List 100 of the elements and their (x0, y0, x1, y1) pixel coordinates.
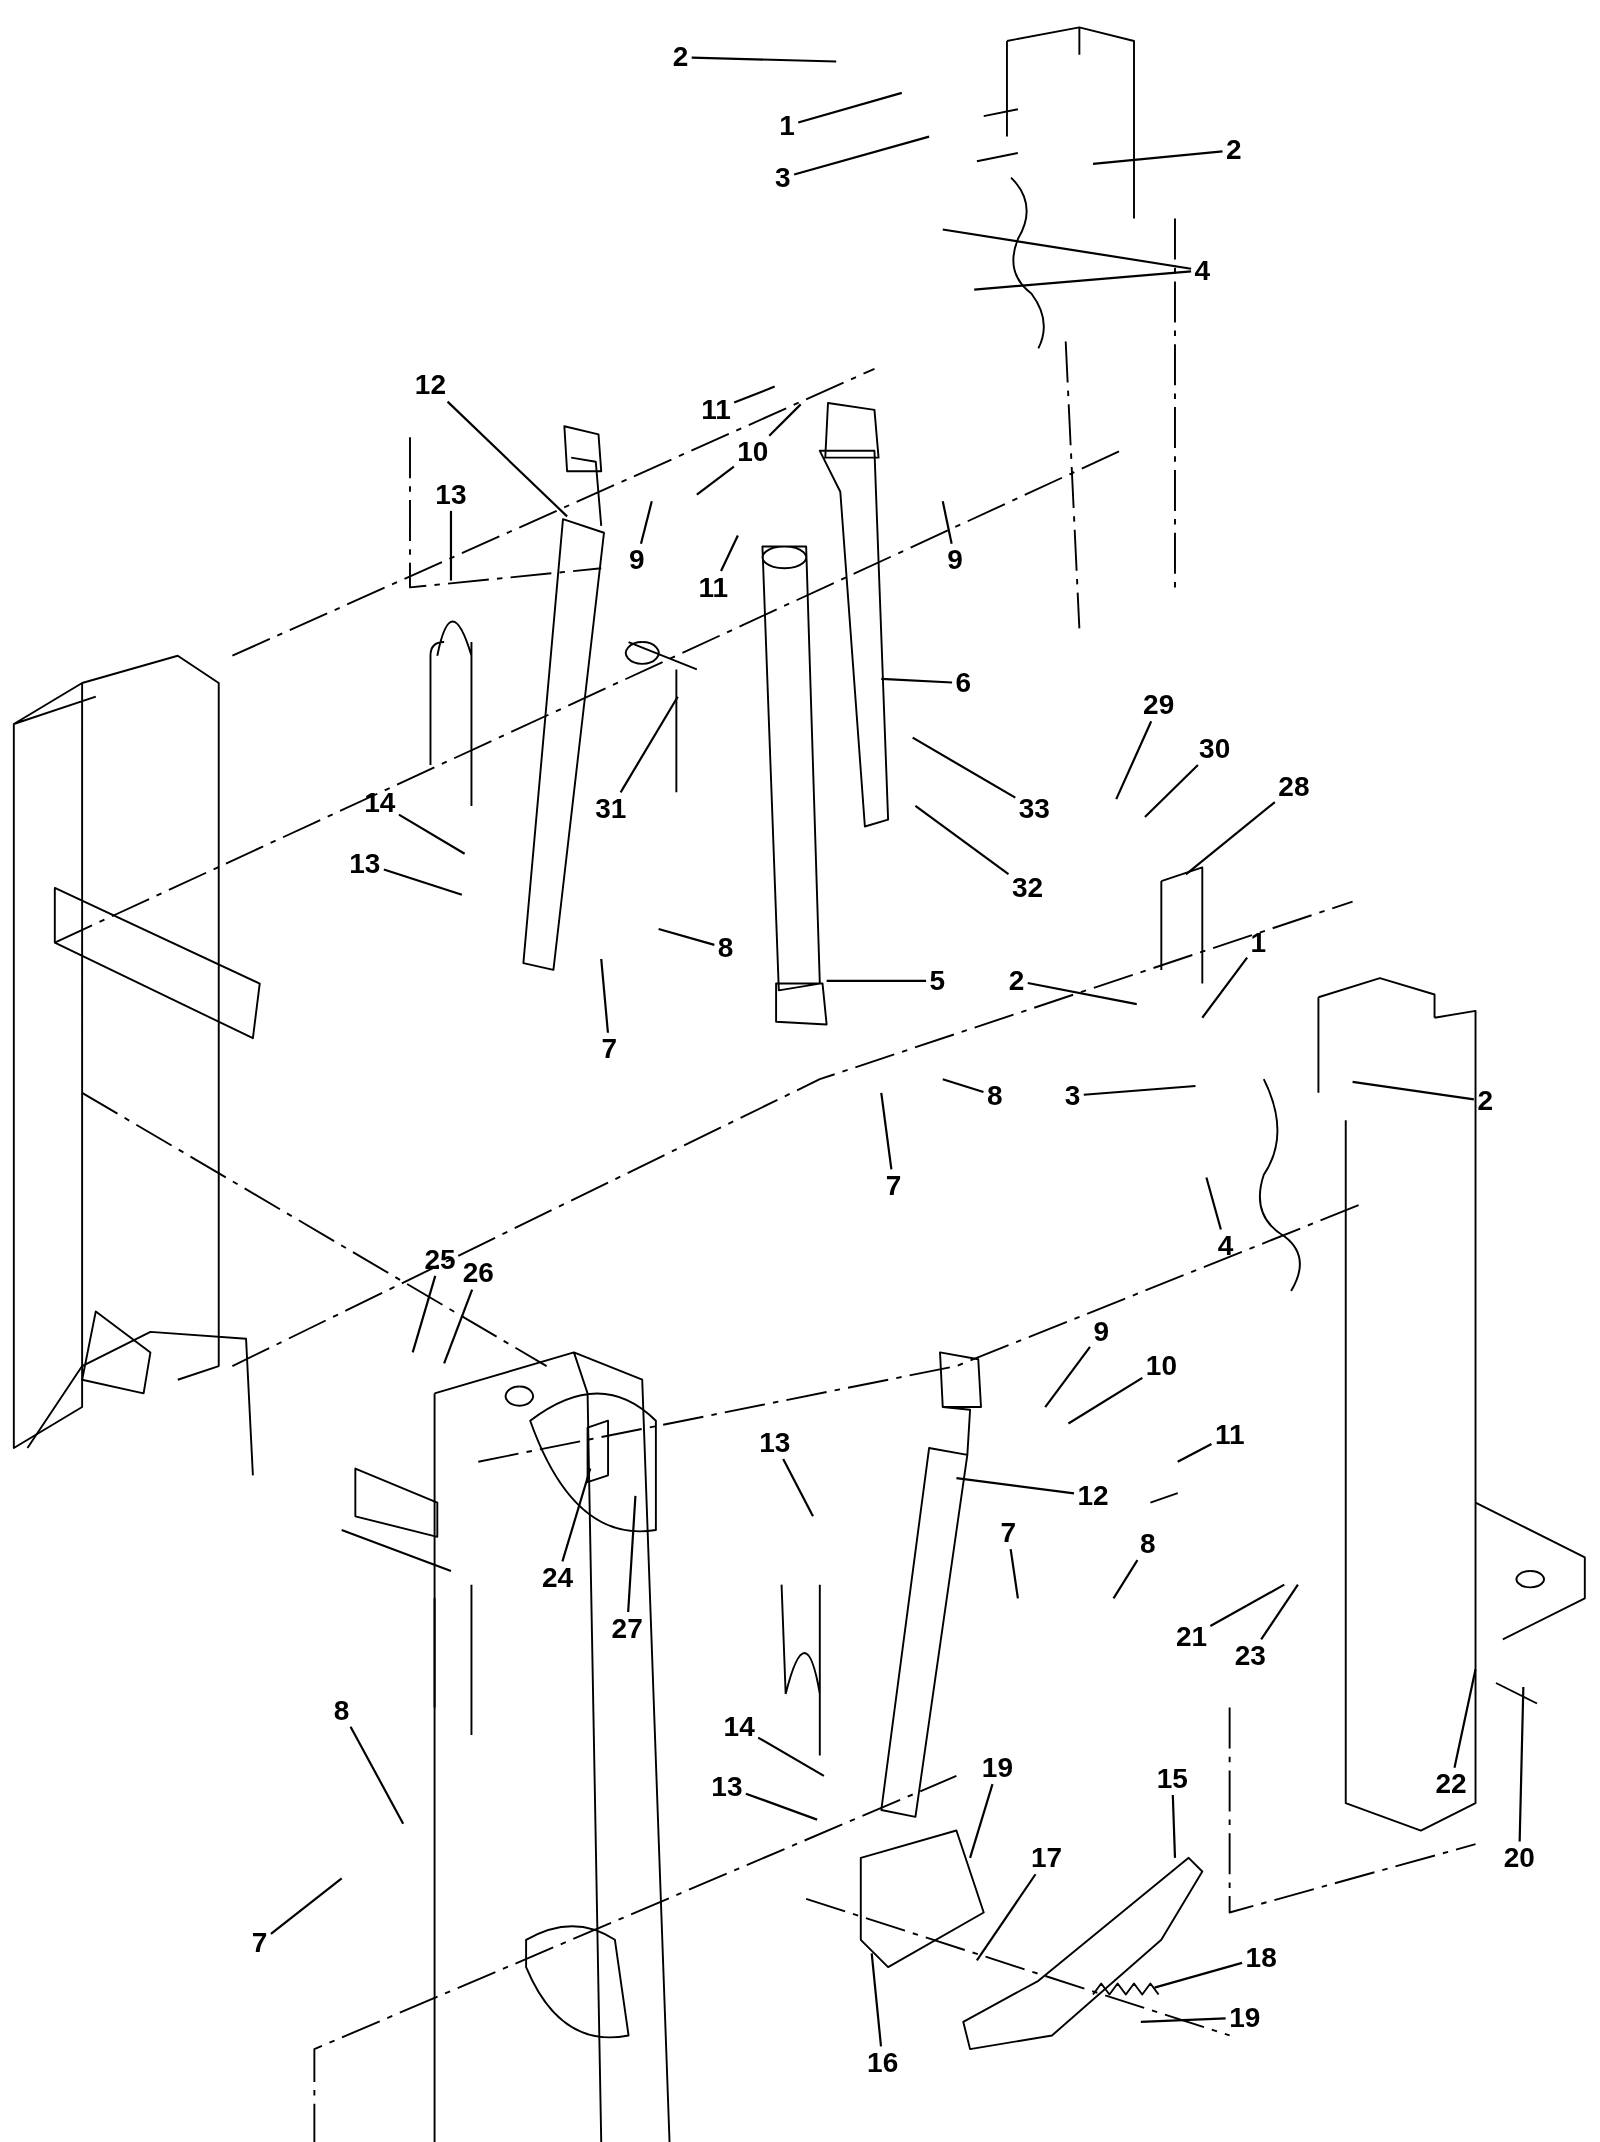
callout-number: 11 (699, 394, 733, 425)
leader-line (658, 927, 715, 946)
leader-line (880, 1092, 893, 1170)
callout-number: 11 (696, 572, 731, 603)
leader-line (1140, 2017, 1226, 2023)
callout-number: 12 (412, 370, 448, 401)
leader-line (870, 1953, 883, 2047)
leader-line (1209, 1583, 1285, 1627)
callout-number: 22 (1433, 1769, 1469, 1800)
callout-number: 19 (979, 1753, 1015, 1784)
leader-line (619, 696, 679, 793)
leader-line (797, 91, 903, 124)
callout-number: 29 (1141, 690, 1177, 721)
leader-line (1115, 720, 1153, 800)
callout-number: 1 (777, 110, 797, 141)
leader-line (745, 1792, 818, 1821)
leader-line (1453, 1669, 1477, 1768)
leader-line (270, 1877, 343, 1935)
leader-line (768, 403, 802, 437)
callout-number: 1 (1248, 927, 1269, 958)
callout-number: 33 (1016, 793, 1052, 824)
leader-line (793, 135, 930, 176)
callout-number: 28 (1276, 772, 1312, 802)
leader-line (1177, 1442, 1212, 1463)
callout-number: 20 (1501, 1843, 1537, 1874)
callout-number: 6 (953, 668, 974, 699)
callout-number: 25 (422, 1244, 458, 1275)
callout-number: 11 (1212, 1419, 1247, 1450)
leader-line (757, 1736, 825, 1777)
callout-number: 4 (1215, 1231, 1236, 1262)
leader-line (411, 1275, 437, 1353)
leader-line (914, 805, 1010, 876)
callout-number: 16 (865, 2048, 901, 2079)
leader-line (398, 813, 466, 855)
callout-number: 10 (735, 437, 771, 468)
callout-number: 10 (1143, 1351, 1179, 1382)
leader-line (1205, 1177, 1222, 1230)
leader-line (733, 385, 776, 404)
leader-line (639, 501, 653, 544)
callout-number: 3 (1062, 1080, 1083, 1111)
callout-number: 13 (757, 1427, 793, 1458)
leader-line (600, 958, 610, 1033)
callout-number: 27 (609, 1613, 645, 1644)
leader-line (942, 1078, 984, 1094)
callout-number: 4 (1192, 255, 1213, 286)
leader-line (976, 1873, 1037, 1961)
callout-number: 15 (1154, 1764, 1190, 1794)
callout-number: 7 (599, 1034, 620, 1065)
callout-number: 8 (331, 1695, 352, 1726)
callout-number: 19 (1227, 2003, 1263, 2034)
leader-line (969, 1783, 994, 1859)
leader-line (941, 501, 953, 544)
leader-line (956, 1477, 1075, 1495)
callout-number: 26 (460, 1258, 496, 1289)
callout-number: 14 (362, 788, 398, 819)
leader-line (720, 535, 739, 572)
callout-number: 2 (1006, 966, 1027, 997)
leader-line (1112, 1559, 1139, 1599)
callout-number: 8 (1137, 1528, 1158, 1559)
callout-number: 5 (927, 966, 948, 997)
leader-line (1067, 1376, 1143, 1425)
leader-line (349, 1726, 405, 1825)
callout-number: 8 (984, 1080, 1005, 1111)
leader-line (383, 868, 463, 896)
leader-line (974, 270, 1192, 291)
callout-number: 32 (1009, 873, 1046, 904)
leader-line (696, 465, 735, 496)
callout-number: 24 (539, 1563, 576, 1594)
leader-line (561, 1468, 592, 1562)
leader-line (1518, 1687, 1525, 1842)
leader-line (1144, 764, 1199, 818)
callout-number: 17 (1029, 1843, 1065, 1874)
leader-line (1083, 1084, 1196, 1096)
leader-line (1154, 1961, 1243, 1989)
leader-line (691, 56, 837, 63)
callout-number: 2 (1475, 1086, 1495, 1117)
leader-line (942, 228, 1192, 270)
callout-number: 14 (721, 1712, 757, 1743)
leader-line (1260, 1584, 1299, 1640)
leader-line (1009, 1548, 1019, 1599)
callout-number: 13 (709, 1772, 745, 1803)
leader-line (1171, 1795, 1177, 1858)
leader-line (1201, 956, 1248, 1019)
callout-number: 12 (1075, 1481, 1111, 1512)
leader-line (1027, 981, 1137, 1006)
callout-number: 9 (945, 545, 965, 576)
callout-number: 2 (1224, 135, 1244, 166)
callout-number: 13 (433, 479, 469, 510)
callout-number: 8 (715, 933, 736, 964)
leader-line (881, 677, 953, 684)
callout-number: 9 (626, 545, 647, 576)
callout-number: 3 (773, 162, 793, 193)
callout-number: 9 (1091, 1317, 1112, 1348)
callout-number: 21 (1173, 1621, 1210, 1652)
leader-line (446, 400, 568, 518)
callout-number: 31 (593, 793, 629, 824)
callout-number: 23 (1232, 1641, 1268, 1671)
callout-number: 7 (249, 1927, 270, 1958)
leader-line (1185, 801, 1276, 876)
callout-number: 2 (670, 42, 691, 73)
